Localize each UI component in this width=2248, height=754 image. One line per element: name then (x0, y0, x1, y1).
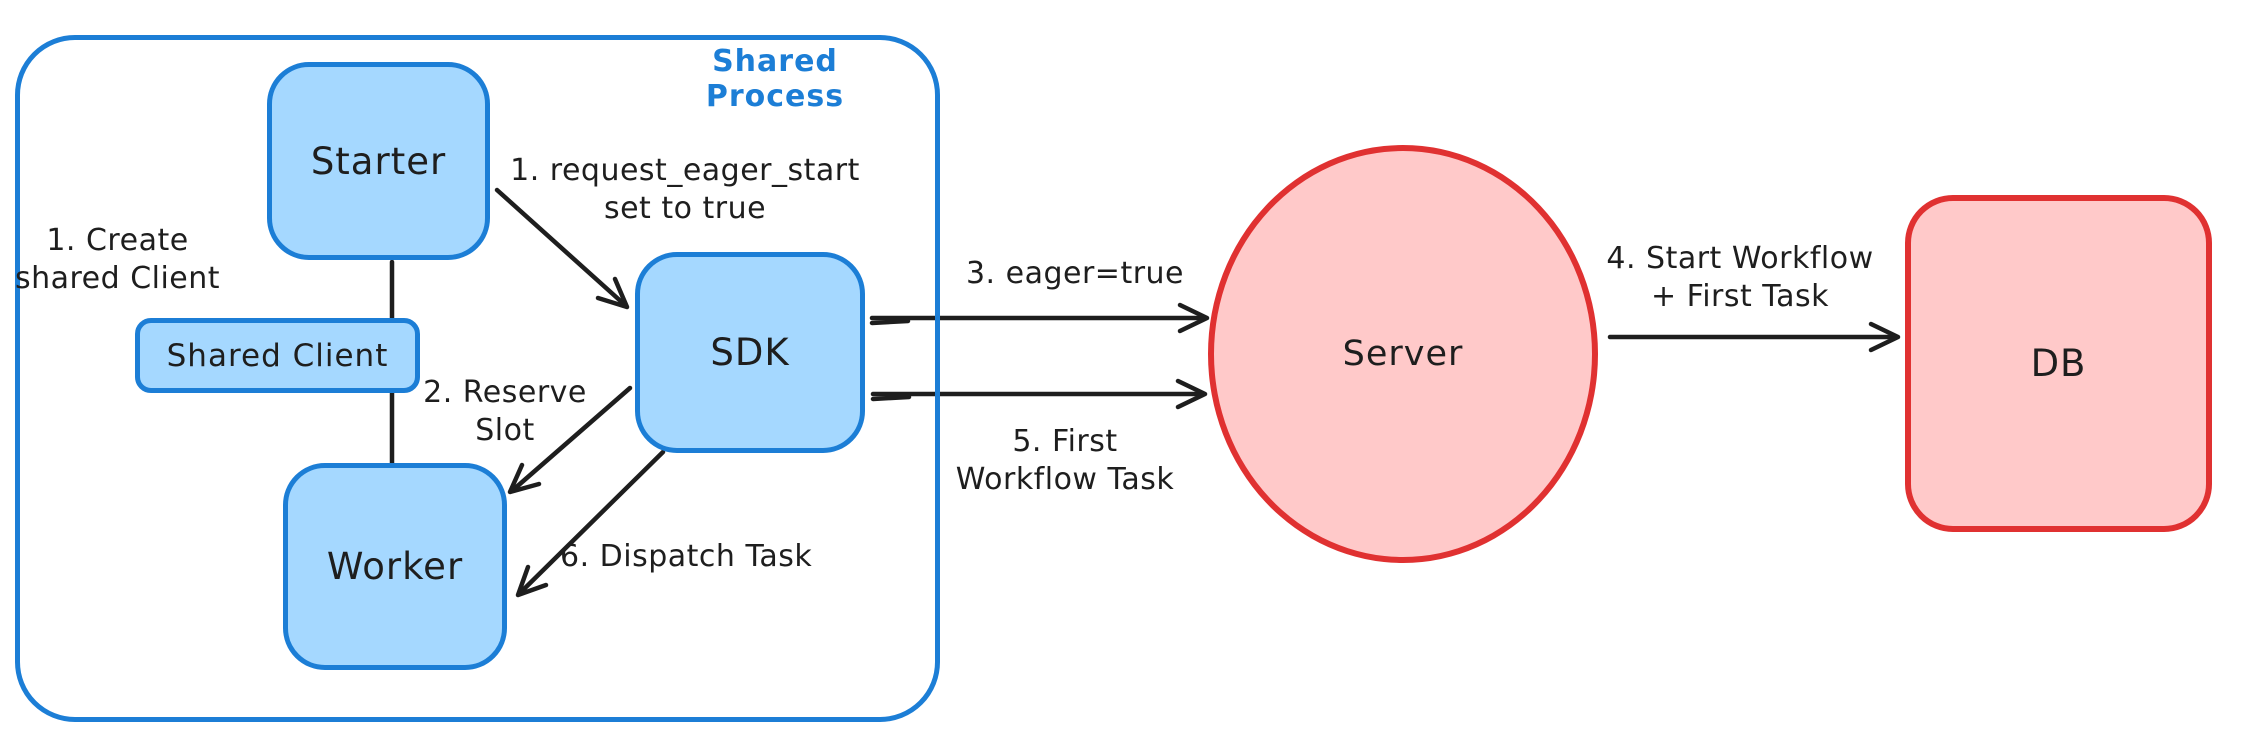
shared-process-container (15, 35, 940, 722)
sdk-label: SDK (710, 331, 790, 374)
starter-node: Starter (267, 62, 490, 260)
shared-client-label: Shared Client (166, 337, 389, 374)
annotation-reserve-slot: 2. Reserve Slot (423, 375, 587, 448)
worker-node: Worker (283, 463, 507, 670)
db-node: DB (1905, 195, 2212, 532)
annotation-dispatch-task: 6. Dispatch Task (560, 539, 813, 574)
shared-process-label: Shared Process (705, 44, 845, 114)
arrow-server-to-db-head (1868, 321, 1901, 353)
shared-client-node: Shared Client (135, 318, 420, 393)
annotation-start-workflow: 4. Start Workflow + First Task (1606, 241, 1874, 314)
annotation-create-shared-client: 1. Create shared Client (14, 223, 221, 296)
server-node: Server (1208, 145, 1598, 563)
arrow-sdk-to-server-eager-head (1177, 302, 1210, 334)
annotation-first-workflow-task: 5. First Workflow Task (955, 424, 1175, 497)
worker-label: Worker (326, 545, 464, 588)
starter-label: Starter (310, 139, 447, 183)
server-label: Server (1342, 334, 1464, 374)
db-label: DB (2030, 342, 2087, 385)
sdk-node: SDK (635, 252, 865, 453)
annotation-eager-true: 3. eager=true (965, 256, 1185, 291)
annotation-request-eager-start: 1. request_eager_start set to true (510, 153, 860, 226)
arrow-sdk-to-server-first-task-head (1175, 378, 1208, 410)
